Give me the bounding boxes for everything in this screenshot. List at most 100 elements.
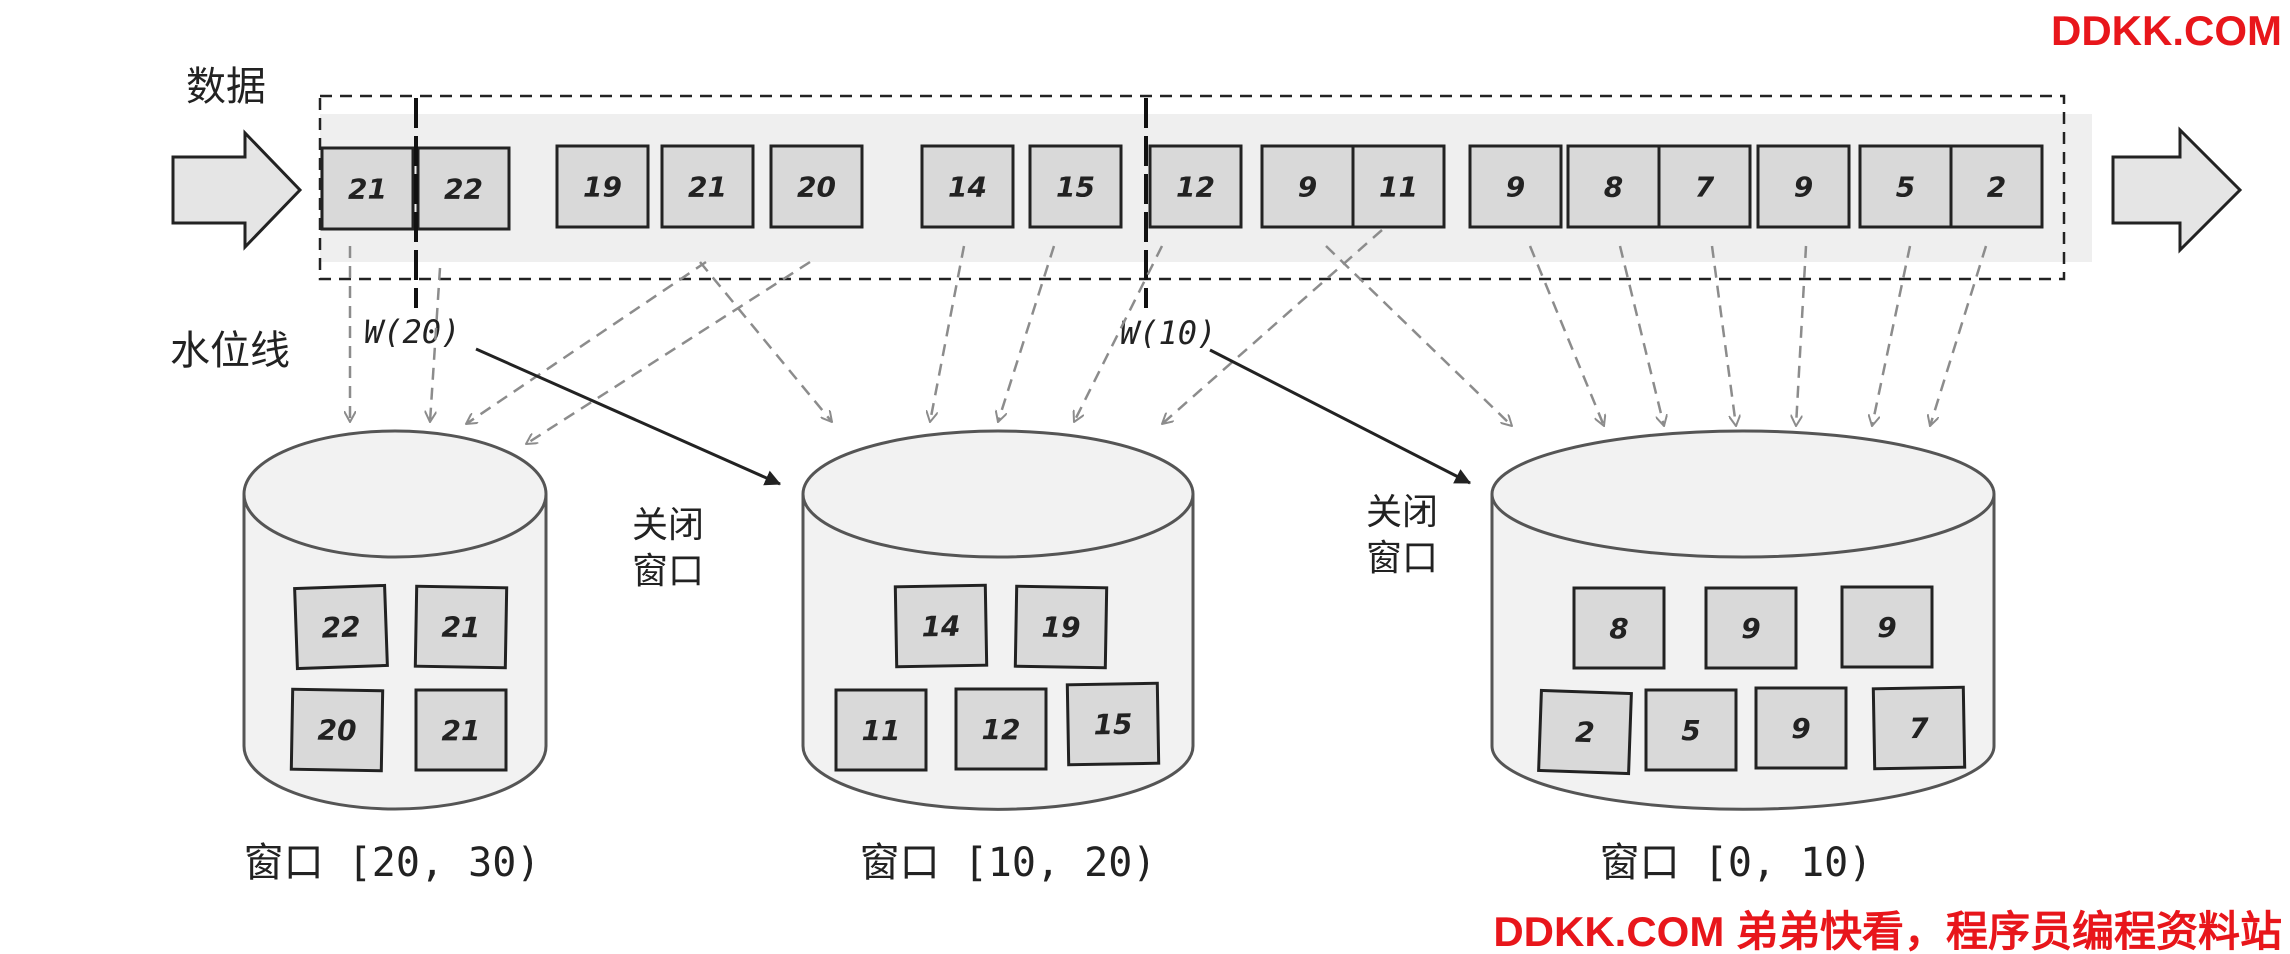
window-item: 5 (1644, 688, 1738, 772)
window-item-value: 12 (982, 713, 1021, 746)
window-item-value: 9 (1791, 712, 1810, 745)
stream-item-value: 22 (444, 173, 483, 206)
stream-item-value: 9 (1794, 171, 1813, 204)
stream-input-arrow-icon (171, 129, 303, 251)
window-item: 9 (1754, 686, 1848, 770)
stream-item-value: 19 (583, 171, 622, 204)
close-window-arrow (475, 347, 782, 486)
window-item: 9 (1840, 585, 1934, 669)
window-item-value: 7 (1909, 712, 1930, 745)
stream-item: 9 (1756, 144, 1851, 229)
stream-item: 21 (660, 144, 755, 229)
stream-item-value: 5 (1896, 171, 1915, 204)
window-items: 22 21 20 21 14 19 11 12 15 8 9 9 2 5 9 7 (289, 583, 1967, 776)
window-item: 8 (1572, 586, 1666, 670)
window-item: 22 (293, 583, 389, 671)
route-arrow (1710, 245, 1736, 426)
route-arrow (1618, 245, 1664, 426)
stream-item-value: 2 (1987, 171, 2006, 204)
close-window-label-2a: 关闭 (1366, 492, 1438, 533)
stream-item: 9 (1468, 144, 1563, 229)
stream-item-value: 9 (1506, 171, 1525, 204)
stream-item-value: 7 (1695, 171, 1715, 204)
window-item-value: 8 (1609, 612, 1628, 645)
window-item-value: 20 (317, 714, 357, 748)
stream-item: 2 (1949, 144, 2044, 229)
window-item-value: 15 (1093, 708, 1133, 742)
stream-item: 8 (1566, 144, 1661, 229)
close-window-label-1a: 关闭 (632, 505, 704, 546)
route-arrow (1325, 245, 1512, 426)
stream-dashed-border (318, 94, 2066, 281)
window-item-value: 11 (862, 714, 901, 747)
stream-items: 21 22 19 21 20 14 15 12 9 11 9 8 7 9 5 2 (320, 144, 2044, 231)
close-window-arrow (1209, 348, 1472, 485)
watermark-top: DDKK.COM (2051, 7, 2282, 54)
window-item: 12 (954, 687, 1048, 771)
window-label-10-20: 窗口 [10, 20) (860, 840, 1157, 886)
window-item-value: 9 (1741, 612, 1760, 645)
stream-item: 12 (1148, 144, 1243, 229)
route-arrow (1528, 245, 1604, 426)
stream-item: 22 (416, 146, 511, 231)
route-arrow (1872, 245, 1912, 426)
stream-item-value: 21 (348, 173, 387, 206)
window-item: 15 (1065, 681, 1161, 767)
window-item: 20 (289, 687, 385, 773)
watermark-line-label: 水位线 (170, 328, 290, 374)
route-arrow (1074, 245, 1164, 422)
stream-item: 7 (1657, 144, 1752, 229)
window-item: 7 (1871, 685, 1967, 771)
window-item-value: 19 (1041, 611, 1081, 645)
route-arrow (430, 267, 442, 422)
stream-item-value: 20 (797, 171, 836, 204)
stream-item: 21 (320, 146, 415, 231)
watermark-w10-label: W(10) (1120, 314, 1216, 352)
routing-arrows (350, 229, 1988, 444)
window-label-20-30: 窗口 [20, 30) (244, 840, 541, 886)
stream-item: 15 (1028, 144, 1123, 229)
window-item-value: 9 (1877, 611, 1896, 644)
window-item: 11 (834, 688, 928, 772)
window-item: 2 (1537, 688, 1633, 776)
window-item: 19 (1013, 584, 1109, 670)
window-item: 9 (1704, 586, 1798, 670)
watermark-w20-label: W(20) (364, 313, 460, 351)
route-arrow (998, 245, 1056, 422)
window-item: 21 (414, 688, 508, 772)
stream-item: 14 (920, 144, 1015, 229)
stream-item-value: 12 (1176, 171, 1215, 204)
stream-output-arrow-icon (2111, 126, 2243, 254)
data-label: 数据 (186, 64, 266, 110)
stream-item: 20 (769, 144, 864, 229)
stream-item: 11 (1351, 144, 1446, 229)
close-window-label-2b: 窗口 (1366, 538, 1438, 579)
route-arrow (1930, 245, 1988, 426)
stream-item-value: 8 (1604, 171, 1623, 204)
stream-item-value: 21 (688, 171, 727, 204)
stream-item: 19 (555, 144, 650, 229)
route-arrow (1796, 245, 1808, 426)
route-arrow (930, 245, 966, 422)
window-item-value: 5 (1681, 714, 1700, 747)
stream-item: 5 (1858, 144, 1953, 229)
route-arrow (466, 260, 707, 424)
stream-item-value: 11 (1379, 171, 1418, 204)
close-window-label-1b: 窗口 (632, 551, 704, 592)
watermark-bottom: DDKK.COM 弟弟快看，程序员编程资料站 (1493, 908, 2282, 954)
stream-item-value: 14 (948, 171, 987, 204)
window-item-value: 14 (921, 610, 961, 644)
window-item-value: 2 (1575, 716, 1596, 750)
route-arrow (699, 261, 832, 422)
window-item-value: 21 (441, 611, 481, 645)
route-arrow (1162, 229, 1383, 424)
route-arrow (526, 260, 811, 444)
window-item: 14 (893, 583, 989, 669)
stream-item: 9 (1260, 144, 1355, 229)
window-item-value: 22 (321, 610, 361, 644)
window-item: 21 (413, 584, 509, 670)
window-label-0-10: 窗口 [0, 10) (1600, 840, 1873, 886)
window-item-value: 21 (442, 714, 481, 747)
stream-item-value: 15 (1056, 171, 1095, 204)
